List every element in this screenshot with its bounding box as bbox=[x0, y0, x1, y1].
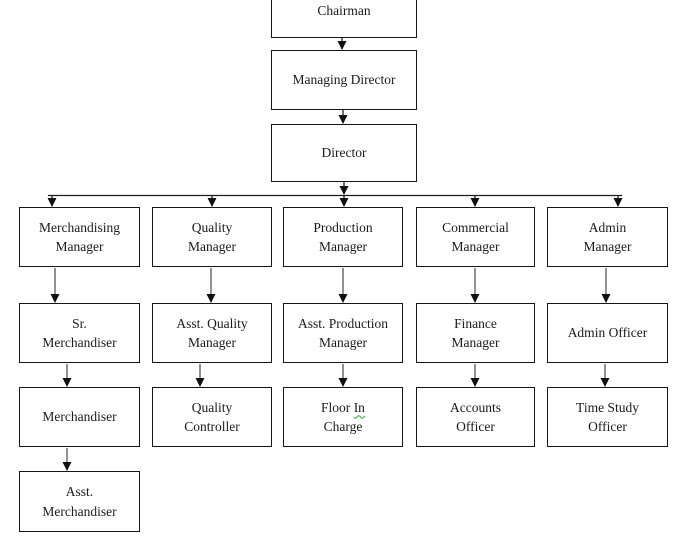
node-label: Merchandiser bbox=[42, 409, 117, 425]
node-label: Floor In bbox=[321, 398, 365, 418]
node-label: Merchandiser bbox=[42, 335, 117, 350]
node-label: Chairman bbox=[317, 2, 371, 18]
org-node-director: Director bbox=[271, 124, 417, 182]
node-label: Commercial bbox=[442, 219, 509, 235]
grammar-squiggle-word: In bbox=[353, 399, 365, 415]
node-label: Manager bbox=[188, 239, 236, 254]
org-node-asst-production-manager: Asst. Production Manager bbox=[283, 303, 403, 363]
node-label: Asst. bbox=[65, 484, 94, 499]
node-label: Sr. bbox=[72, 315, 87, 331]
node-label: Officer bbox=[588, 419, 627, 434]
org-node-quality-controller: Quality Controller bbox=[152, 387, 272, 447]
node-label: Asst. Quality bbox=[176, 315, 248, 331]
org-node-production-manager: Production Manager bbox=[283, 207, 403, 267]
node-label: Admin bbox=[588, 219, 627, 235]
connector-branch-drops bbox=[47, 195, 623, 207]
node-label: Quality bbox=[191, 219, 233, 235]
node-label: Charge bbox=[323, 419, 363, 434]
org-node-quality-manager: Quality Manager bbox=[152, 207, 272, 267]
org-node-asst-quality-manager: Asst. Quality Manager bbox=[152, 303, 272, 363]
node-label: Merchandiser bbox=[42, 503, 117, 519]
node-label: Time Study bbox=[576, 399, 639, 415]
connector-row2-row3 bbox=[62, 364, 610, 387]
node-label: Manager bbox=[188, 335, 236, 350]
node-label: Manager bbox=[319, 239, 367, 254]
org-node-accounts-officer: Accounts Officer bbox=[416, 387, 535, 447]
node-label: Quality bbox=[191, 399, 233, 415]
org-node-managing-director: Managing Director bbox=[271, 50, 417, 110]
connector-row1-row2 bbox=[50, 268, 611, 303]
node-label: Controller bbox=[184, 419, 240, 434]
node-label: Admin Officer bbox=[567, 325, 648, 341]
node-label: Merchandising bbox=[39, 219, 120, 235]
org-node-asst-merchandiser: Asst. Merchandiser bbox=[19, 471, 140, 532]
org-node-commercial-manager: Commercial Manager bbox=[416, 207, 535, 267]
node-label: Director bbox=[321, 145, 367, 161]
node-label: Manager bbox=[319, 335, 367, 350]
org-node-admin-officer: Admin Officer bbox=[547, 303, 668, 363]
org-node-chairman: Chairman bbox=[271, 0, 417, 38]
org-node-merchandising-manager: Merchandising Manager bbox=[19, 207, 140, 267]
node-label-word: Floor bbox=[321, 399, 351, 415]
node-label: Officer bbox=[456, 419, 495, 434]
node-label: Accounts bbox=[450, 399, 501, 415]
org-node-floor-in-charge: Floor In Charge bbox=[283, 387, 403, 447]
node-label: Finance bbox=[454, 315, 497, 331]
node-label: Managing Director bbox=[292, 72, 396, 88]
node-label: Manager bbox=[583, 239, 632, 254]
org-node-sr-merchandiser: Sr. Merchandiser bbox=[19, 303, 140, 363]
org-node-time-study-officer: Time Study Officer bbox=[547, 387, 668, 447]
org-node-merchandiser: Merchandiser bbox=[19, 387, 140, 447]
node-label: Asst. Production bbox=[297, 315, 388, 331]
org-node-admin-manager: Admin Manager bbox=[547, 207, 668, 267]
node-label: Manager bbox=[55, 239, 104, 254]
node-label: Production bbox=[313, 219, 373, 235]
node-label: Manager bbox=[451, 335, 500, 350]
node-label: Manager bbox=[451, 239, 500, 254]
org-node-finance-manager: Finance Manager bbox=[416, 303, 535, 363]
